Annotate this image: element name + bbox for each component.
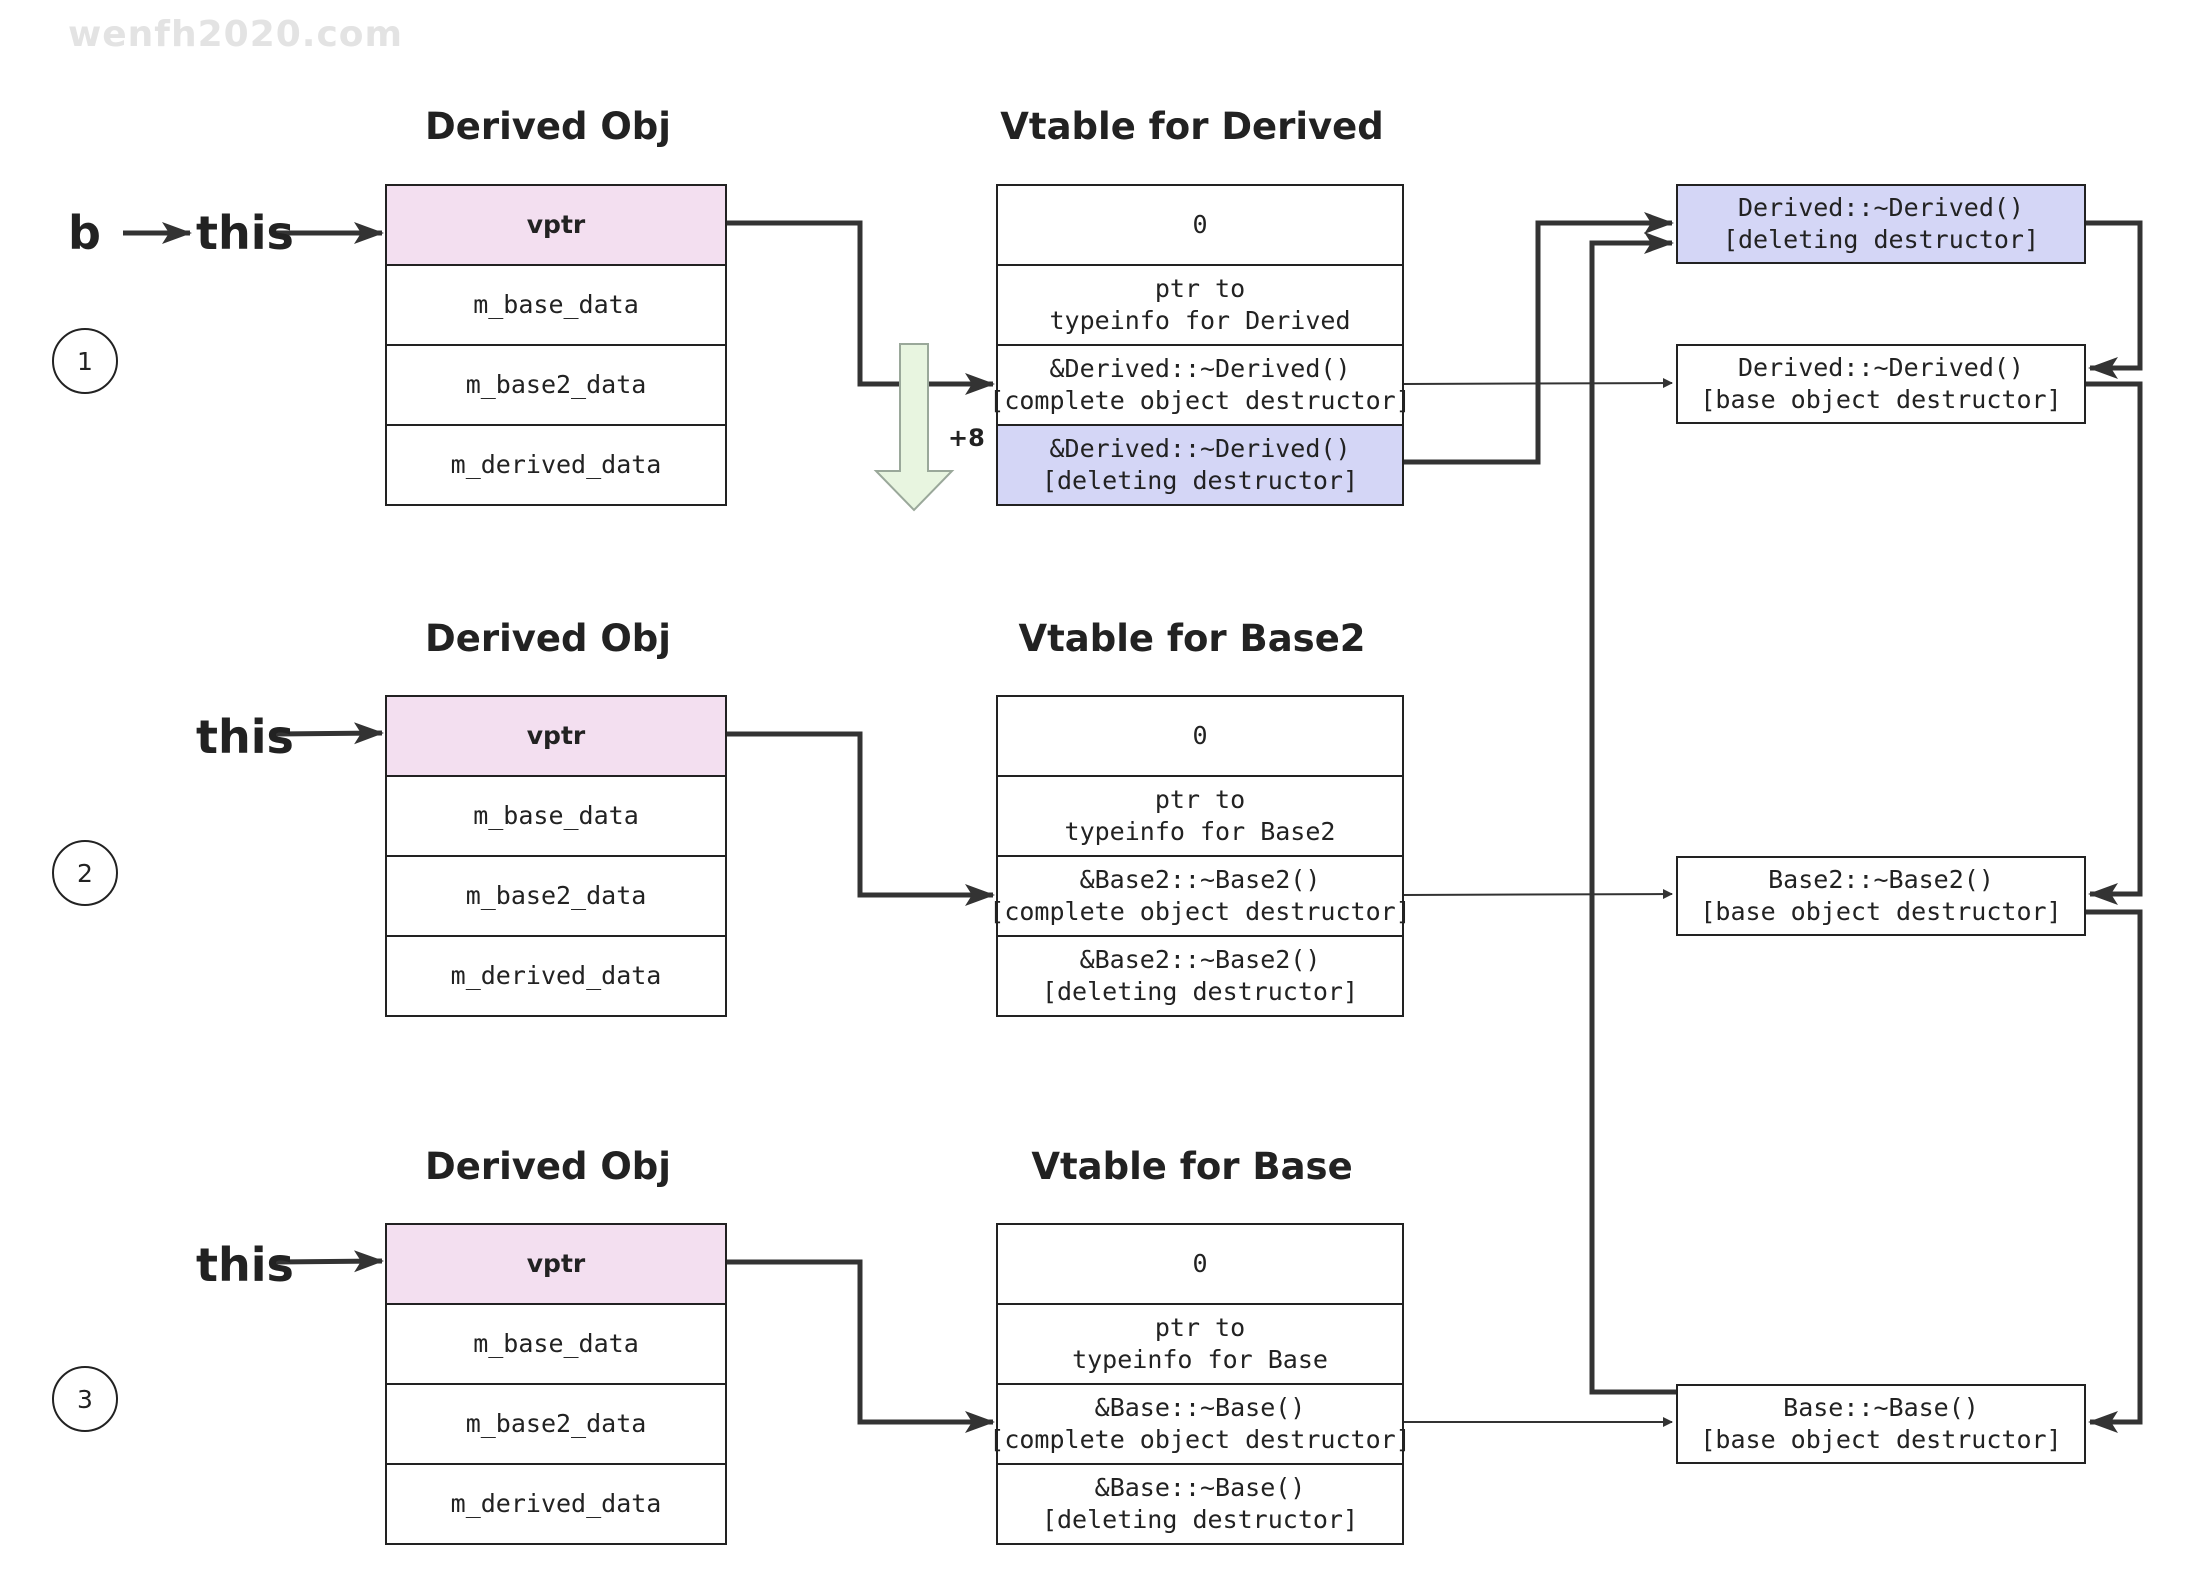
arrow-deleting-dtor-derived [1404,212,1674,465]
typeinfo-cell: ptr to typeinfo for Derived [998,266,1402,346]
typeinfo-line-1: ptr to [1154,273,1246,303]
typeinfo-line-2: typeinfo for Base [1072,1345,1328,1374]
dtor-kind: [deleting destructor] [1041,977,1359,1006]
step-number-2: 2 [77,858,93,888]
this-pointer-label-2: this [196,710,294,764]
this-pointer-label-1: this [196,206,294,260]
base-data-cell: m_base_data [387,1305,725,1385]
dtor-name: Base2::~Base2() [1768,864,1994,894]
step-marker-1: 1 [52,328,118,394]
derived-data-cell: m_derived_data [450,449,662,479]
deleting-dtor-cell: &Base::~Base()[deleting destructor] [998,1465,1402,1543]
object-title-3: Derived Obj [425,1145,671,1188]
complete-dtor-cell: &Base::~Base()[complete object destructo… [989,1385,1411,1465]
base-data-cell: m_base_data [387,266,725,346]
step-marker-3: 3 [52,1366,118,1432]
dtor-name: Base::~Base() [1783,1392,1979,1422]
dtor-kind: [base object destructor] [1700,897,2062,926]
dtor-name: &Base2::~Base2() [1079,864,1321,894]
typeinfo-cell: ptr to typeinfo for Base2 [998,777,1402,857]
arrow-vptr-to-vtable-1 [727,220,995,395]
derived-data-cell: m_derived_data [450,1488,662,1518]
typeinfo-line-2: typeinfo for Base2 [1064,817,1336,846]
offset-value: 0 [1192,720,1208,750]
complete-dtor-cell: &Base2::~Base2()[complete object destruc… [989,857,1411,937]
offset-to-top-cell: 0 [998,1225,1402,1305]
derived-deleting-dtor-box: Derived::~Derived() [deleting destructor… [1676,184,2086,264]
base2-data-cell: m_base2_data [387,1385,725,1465]
typeinfo-line-2: typeinfo for Derived [1049,306,1351,335]
derived-data-cell: m_derived_data [450,960,662,990]
dtor-name: &Base2::~Base2() [1079,944,1321,974]
arrow-vptr-to-vtable-3 [727,1259,995,1433]
complete-dtor-cell: &Derived::~Derived()[complete object des… [989,346,1411,426]
offset-value: 0 [1192,209,1208,239]
arrow-derived-to-base2-dtor [2086,381,2143,905]
derived-base-object-dtor-box: Derived::~Derived() [base object destruc… [1676,344,2086,424]
dtor-kind: [complete object destructor] [989,386,1411,415]
dtor-name: &Base::~Base() [1094,1392,1306,1422]
dtor-name: Derived::~Derived() [1738,352,2024,382]
derived-object-2: vptr m_base_data m_base2_data m_derived_… [385,695,727,1017]
step-number-3: 3 [77,1384,93,1414]
arrow-deleting-to-base-object-dtor [2086,220,2143,379]
object-title-1: Derived Obj [425,105,671,148]
arrow-vptr-to-vtable-2 [727,731,995,906]
offset-down-arrow-icon [873,343,955,512]
derived-object-3: vptr m_base_data m_base2_data m_derived_… [385,1223,727,1545]
arrow-this-to-object-2 [275,722,384,745]
deleting-dtor-cell: &Base2::~Base2()[deleting destructor] [998,937,1402,1015]
dtor-kind: [deleting destructor] [1041,1505,1359,1534]
dtor-kind: [complete object destructor] [989,1425,1411,1454]
arrow-complete-dtor-base2 [1403,889,1673,900]
vtable-title-2: Vtable for Base2 [1018,617,1366,660]
base-base-object-dtor-box: Base::~Base() [base object destructor] [1676,1384,2086,1464]
dtor-kind: [complete object destructor] [989,897,1411,926]
dtor-name: &Base::~Base() [1094,1472,1306,1502]
dtor-kind: [base object destructor] [1700,1425,2062,1454]
this-offset-label: +8 [948,424,985,452]
arrow-base-to-derived-deleting [1589,232,1676,1395]
dtor-name: Derived::~Derived() [1738,192,2024,222]
vptr-cell: vptr [387,1225,725,1305]
typeinfo-line-1: ptr to [1154,784,1246,814]
arrow-this-to-object-3 [275,1250,384,1273]
typeinfo-cell: ptr to typeinfo for Base [998,1305,1402,1385]
offset-to-top-cell: 0 [998,186,1402,266]
deleting-dtor-cell: &Derived::~Derived()[deleting destructor… [998,426,1402,504]
pointer-b-label: b [68,206,101,260]
arrow-base2-to-base-dtor [2086,909,2143,1433]
step-number-1: 1 [77,346,93,376]
base-data-cell: m_base_data [387,777,725,857]
offset-value: 0 [1192,1248,1208,1278]
watermark: wenfh2020.com [68,14,404,55]
object-title-2: Derived Obj [425,617,671,660]
dtor-kind: [deleting destructor] [1041,466,1359,495]
vptr-cell: vptr [387,186,725,266]
dtor-name: &Derived::~Derived() [1049,353,1351,383]
dtor-kind: [base object destructor] [1700,385,2062,414]
vtable-title-3: Vtable for Base [1031,1145,1353,1188]
this-pointer-label-3: this [196,1238,294,1292]
vptr-cell: vptr [387,697,725,777]
dtor-name: &Derived::~Derived() [1049,433,1351,463]
vtable-title-1: Vtable for Derived [1000,105,1384,148]
base2-base-object-dtor-box: Base2::~Base2() [base object destructor] [1676,856,2086,936]
typeinfo-line-1: ptr to [1154,1312,1246,1342]
offset-to-top-cell: 0 [998,697,1402,777]
base2-data-cell: m_base2_data [387,857,725,937]
derived-object-1: vptr m_base_data m_base2_data m_derived_… [385,184,727,506]
dtor-kind: [deleting destructor] [1722,225,2040,254]
base2-data-cell: m_base2_data [387,346,725,426]
step-marker-2: 2 [52,840,118,906]
